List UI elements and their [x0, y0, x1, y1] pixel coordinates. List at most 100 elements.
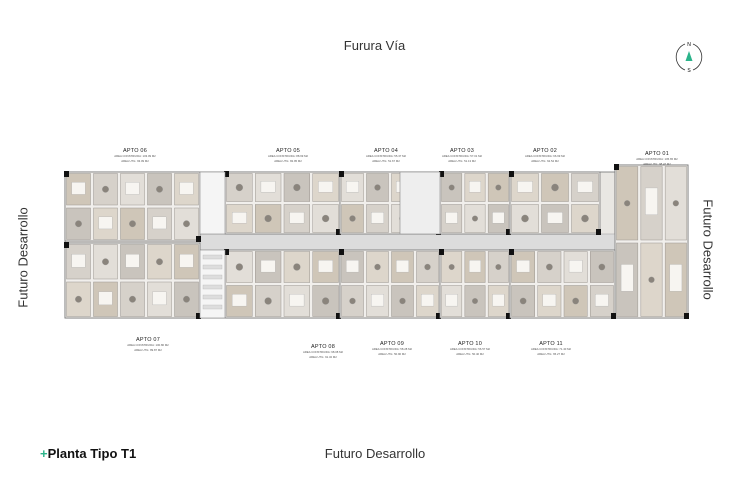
table-furniture	[546, 263, 553, 271]
structural-column	[611, 313, 616, 319]
road-label-right: Futuro Desarrollo	[700, 199, 716, 300]
bed-furniture	[547, 212, 563, 224]
bed-furniture	[179, 182, 194, 195]
road-label-left: Futuro Desarrollo	[15, 207, 31, 308]
structural-column	[596, 229, 601, 235]
table-furniture	[264, 297, 272, 305]
bed-furniture	[492, 212, 505, 224]
table-furniture	[448, 184, 455, 191]
north-arrow-icon	[685, 51, 693, 61]
table-furniture	[495, 184, 502, 191]
table-furniture	[235, 183, 243, 192]
bed-furniture	[152, 216, 167, 230]
bed-furniture	[260, 260, 276, 273]
table-furniture	[75, 220, 82, 228]
table-furniture	[521, 214, 529, 223]
table-furniture	[519, 297, 527, 305]
bed-furniture	[645, 187, 658, 215]
structural-column	[64, 171, 69, 177]
table-furniture	[374, 263, 381, 271]
structural-column	[684, 313, 689, 319]
bed-furniture	[396, 260, 409, 273]
stair-step	[202, 274, 223, 280]
stair-core	[199, 171, 226, 235]
bed-furniture	[179, 254, 194, 268]
road-label-top: Furura Vía	[343, 38, 406, 53]
table-furniture	[129, 220, 136, 228]
table-furniture	[293, 183, 301, 192]
table-furniture	[672, 200, 679, 207]
stair-step	[202, 294, 223, 300]
structural-column	[224, 171, 229, 177]
compass-icon: N S	[675, 42, 703, 74]
bed-furniture	[469, 181, 481, 193]
stair-step	[202, 304, 223, 310]
table-furniture	[293, 263, 301, 271]
bed-furniture	[318, 181, 333, 193]
table-furniture	[551, 183, 559, 192]
bed-furniture	[421, 294, 434, 307]
bed-furniture	[71, 254, 86, 268]
structural-column	[439, 249, 444, 255]
table-furniture	[598, 263, 606, 271]
structural-column	[336, 229, 341, 235]
table-furniture	[472, 298, 478, 304]
table-furniture	[424, 263, 431, 271]
table-furniture	[648, 276, 655, 283]
structural-column	[506, 229, 511, 235]
table-furniture	[495, 264, 502, 270]
table-furniture	[156, 258, 163, 266]
bed-furniture	[568, 260, 583, 273]
structural-column	[339, 249, 344, 255]
bed-furniture	[346, 260, 359, 273]
table-furniture	[349, 215, 356, 222]
bed-furniture	[152, 291, 167, 306]
bed-furniture	[318, 260, 333, 273]
bed-furniture	[469, 260, 481, 273]
table-furniture	[349, 297, 356, 305]
bed-furniture	[542, 294, 557, 307]
structural-column	[64, 242, 69, 248]
structural-column	[614, 164, 619, 170]
compass-south: S	[687, 68, 691, 74]
structural-column	[224, 249, 229, 255]
table-furniture	[374, 184, 381, 191]
bed-furniture	[71, 182, 86, 195]
bed-furniture	[516, 260, 530, 273]
plan-title-text: Planta Tipo T1	[47, 446, 137, 461]
bed-furniture	[232, 294, 247, 307]
bed-furniture	[125, 182, 140, 195]
structural-column	[339, 171, 344, 177]
table-furniture	[322, 214, 330, 223]
table-furniture	[264, 214, 272, 223]
stair-step	[202, 284, 223, 290]
bed-furniture	[517, 181, 533, 193]
bed-furniture	[260, 181, 276, 193]
table-furniture	[399, 297, 406, 305]
structural-column	[509, 249, 514, 255]
bed-furniture	[445, 212, 458, 224]
bed-furniture	[371, 294, 384, 307]
table-furniture	[75, 295, 82, 303]
plan-title: +Planta Tipo T1	[40, 446, 136, 461]
bed-furniture	[289, 212, 305, 224]
bed-furniture	[232, 212, 247, 224]
bed-furniture	[371, 212, 384, 224]
bed-furniture	[346, 181, 359, 193]
table-furniture	[581, 214, 589, 223]
structural-column	[436, 313, 441, 319]
plus-icon: +	[40, 446, 48, 461]
bed-furniture	[125, 254, 140, 268]
table-furniture	[322, 297, 330, 305]
table-furniture	[156, 185, 163, 193]
table-furniture	[572, 297, 579, 305]
bed-furniture	[492, 294, 505, 307]
